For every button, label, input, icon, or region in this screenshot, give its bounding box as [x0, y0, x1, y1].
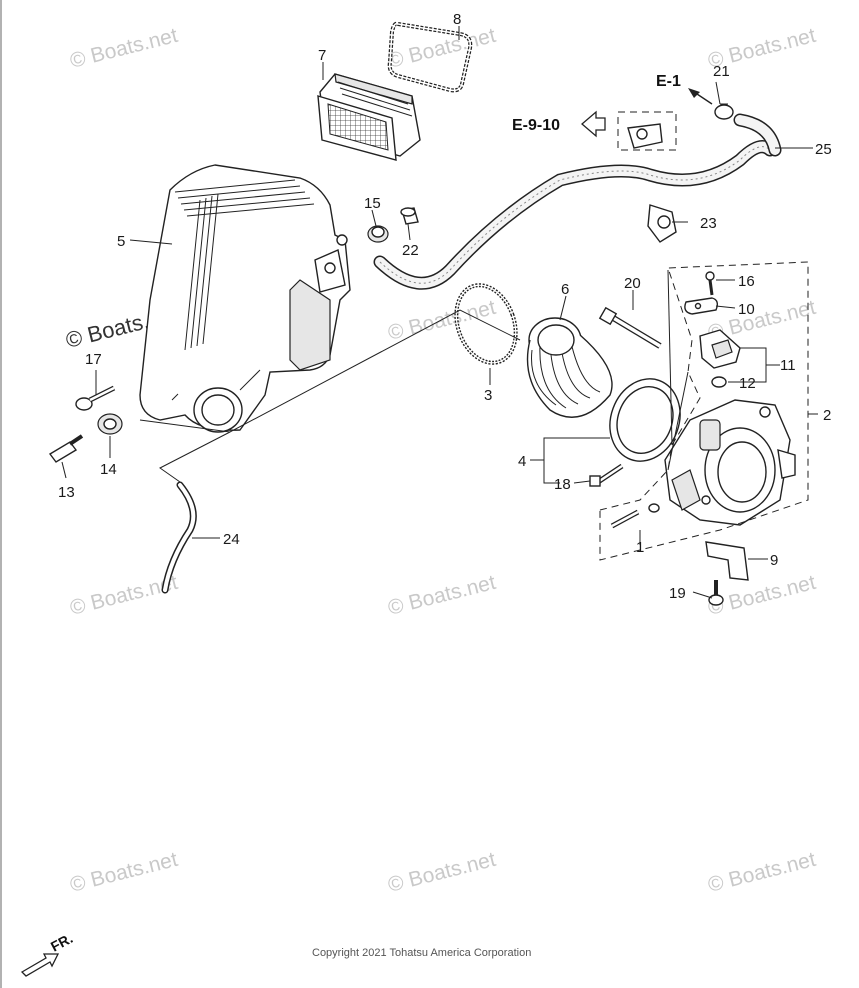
callout-1: 1 [636, 539, 644, 556]
callout-21: 21 [713, 63, 730, 80]
watermark: © Boats.net [386, 571, 498, 620]
guide-line [139, 309, 521, 433]
callout-8: 8 [453, 11, 461, 28]
callout-19: 19 [669, 585, 686, 602]
part-18-bolt [589, 463, 624, 487]
part-10-plate [684, 297, 719, 315]
part-2-throttle-body [664, 399, 796, 526]
callout-15: 15 [364, 195, 381, 212]
guide-line [159, 431, 231, 483]
watermark: © Boats.net [68, 848, 180, 897]
part-11-sensor [699, 329, 741, 369]
part-6-intake-joint [526, 317, 613, 418]
part-20-bolt [598, 306, 662, 349]
guide-line [667, 371, 689, 471]
callout-25: 25 [815, 141, 832, 158]
callout-22: 22 [402, 242, 419, 259]
front-arrow-icon: FR. [20, 930, 75, 977]
callouts: 8 7 21 25 23 5 15 22 6 20 16 10 11 12 2 … [58, 11, 832, 602]
callout-16: 16 [738, 273, 755, 290]
leader-lines [61, 26, 818, 599]
assembly-outline [599, 261, 809, 561]
watermark: © Boats.net [386, 848, 498, 897]
callout-20: 20 [624, 275, 641, 292]
reference-e1: E-1 [656, 73, 681, 90]
reference-e9-10: E-9-10 [512, 117, 560, 134]
watermark: © Boats.net [68, 571, 180, 620]
part-24-drain-tube [161, 481, 197, 594]
part-25-breather-hose [373, 113, 782, 290]
callout-13: 13 [58, 484, 75, 501]
part-13-drain [48, 434, 84, 463]
part-5-air-box [139, 164, 351, 433]
callout-24: 24 [223, 531, 240, 548]
callout-4: 4 [518, 453, 526, 470]
part-1-screw [610, 503, 660, 529]
ref-arrow-e910 [581, 110, 606, 138]
watermark: © Boats.net [68, 24, 180, 73]
callout-3: 3 [484, 387, 492, 404]
callout-10: 10 [738, 301, 755, 318]
callout-12: 12 [739, 375, 756, 392]
callout-18: 18 [554, 476, 571, 493]
part-12-o-ring [711, 376, 727, 388]
watermark: © Boats.net [706, 571, 818, 620]
part-19-bolt [708, 580, 724, 606]
part-17-bolt [75, 385, 116, 411]
part-4-joint-ring [609, 378, 681, 462]
callout-11: 11 [780, 357, 796, 374]
part-8-gasket [387, 21, 473, 93]
part-22-collar [400, 207, 419, 225]
callout-6: 6 [561, 281, 569, 298]
callout-2: 2 [823, 407, 831, 424]
ref-arrow-e1 [688, 88, 713, 105]
part-15-grommet [367, 225, 389, 243]
guide-line [667, 269, 673, 446]
part-14-grommet [97, 413, 123, 435]
part-3-clamp-ring [454, 283, 518, 365]
callout-14: 14 [100, 461, 117, 478]
callout-23: 23 [700, 215, 717, 232]
part-21-clamp [714, 103, 734, 120]
front-label: FR. [48, 930, 75, 955]
callout-17: 17 [85, 351, 102, 368]
clamp-group-dashed [617, 111, 677, 151]
watermark: © Boats.net [706, 848, 818, 897]
part-7-filter [317, 73, 421, 161]
part-23-clamp [647, 204, 677, 243]
copyright-text: Copyright 2021 Tohatsu America Corporati… [312, 947, 531, 959]
part-9-bracket [705, 541, 749, 581]
part-16-screw [705, 271, 715, 296]
callout-9: 9 [770, 552, 778, 569]
callout-7: 7 [318, 47, 326, 64]
callout-5: 5 [117, 233, 125, 250]
